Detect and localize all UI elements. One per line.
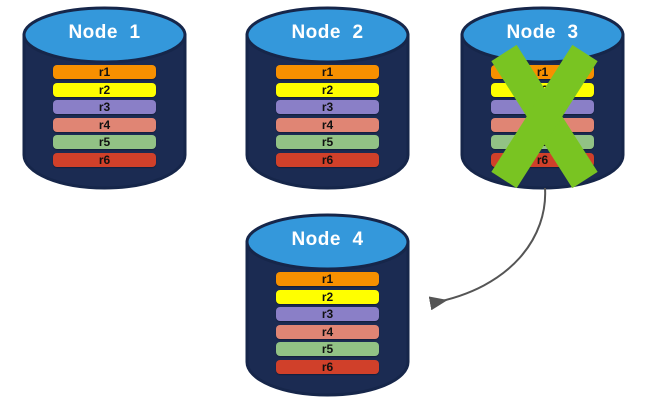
row-item-r2[interactable]: r2 — [276, 289, 379, 304]
row-list: r1 r2 r3 r4 r5 r6 — [276, 272, 379, 378]
row-item-r6[interactable]: r6 — [276, 152, 379, 167]
row-item-r5[interactable]: r5 — [53, 135, 156, 150]
row-item-r3[interactable]: r3 — [53, 100, 156, 115]
row-item-r6[interactable]: r6 — [53, 152, 156, 167]
row-item-r1[interactable]: r1 — [53, 65, 156, 79]
node-cylinder-node4[interactable]: Node 4 r1 r2 r3 r4 r5 r6 — [245, 212, 410, 397]
row-item-r6[interactable]: r6 — [276, 359, 379, 374]
row-item-r2[interactable]: r2 — [491, 82, 594, 97]
row-item-r5[interactable]: r5 — [276, 135, 379, 150]
row-item-r5[interactable]: r5 — [276, 342, 379, 357]
row-item-r3[interactable]: r3 — [276, 100, 379, 115]
row-item-r1[interactable]: r1 — [276, 272, 379, 286]
row-list: r1 r2 r3 r4 r5 r6 — [491, 65, 594, 171]
row-item-r4[interactable]: r4 — [276, 324, 379, 339]
row-item-r6[interactable]: r6 — [491, 152, 594, 167]
row-item-r1[interactable]: r1 — [491, 65, 594, 79]
node-cylinder-node2[interactable]: Node 2 r1 r2 r3 r4 r5 r6 — [245, 5, 410, 190]
row-item-r2[interactable]: r2 — [276, 82, 379, 97]
row-item-r2[interactable]: r2 — [53, 82, 156, 97]
row-list: r1 r2 r3 r4 r5 r6 — [53, 65, 156, 171]
node-cylinder-node3[interactable]: Node 3 r1 r2 r3 r4 r5 r6 — [460, 5, 625, 190]
row-list: r1 r2 r3 r4 r5 r6 — [276, 65, 379, 171]
row-item-r4[interactable]: r4 — [491, 117, 594, 132]
row-item-r5[interactable]: r5 — [491, 135, 594, 150]
row-item-r1[interactable]: r1 — [276, 65, 379, 79]
node-cylinder-node1[interactable]: Node 1 r1 r2 r3 r4 r5 r6 — [22, 5, 187, 190]
row-item-r4[interactable]: r4 — [276, 117, 379, 132]
row-item-r4[interactable]: r4 — [53, 117, 156, 132]
row-item-r3[interactable]: r3 — [491, 100, 594, 115]
row-item-r3[interactable]: r3 — [276, 307, 379, 322]
